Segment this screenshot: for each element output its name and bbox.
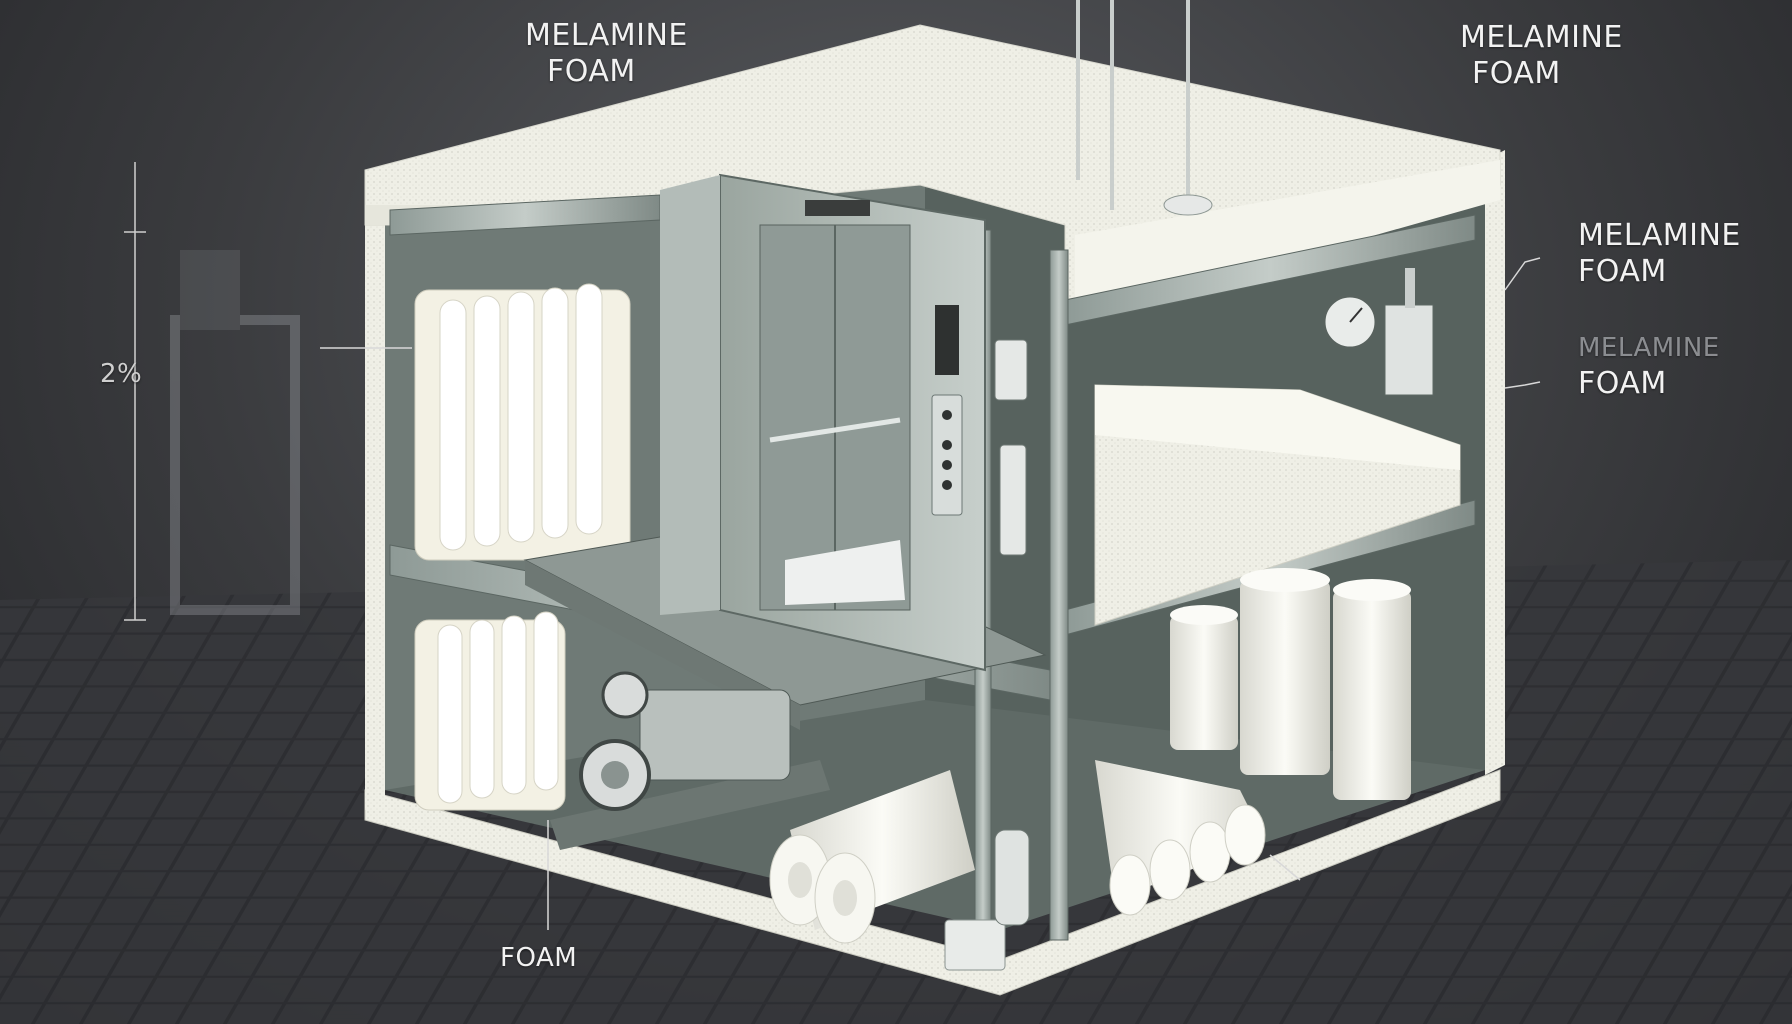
- dimension-line: [124, 162, 146, 621]
- label-line-2: FOAM: [1578, 366, 1667, 401]
- side-cabinet: [994, 339, 1028, 556]
- label-melamine-foam-top-right: MELAMINE FOAM: [1460, 20, 1623, 92]
- label-foam-bottom: FOAM: [500, 940, 577, 976]
- left-foam-wall: [365, 170, 385, 810]
- floor-box: [944, 919, 1006, 971]
- right-foam-block: [1094, 384, 1461, 626]
- foam-rolls-standing: [1170, 568, 1411, 800]
- cabin-speaker-grille: [935, 305, 959, 375]
- label-melamine-foam-right-lower: MELAMINE: [1578, 330, 1720, 366]
- foam-rolls-horizontal: [769, 770, 975, 944]
- label-melamine-foam-right-upper: MELAMINE FOAM: [1578, 218, 1741, 290]
- label-line-1: MELAMINE: [525, 18, 688, 53]
- cabin-button-panel: [931, 394, 963, 516]
- label-line-1: MELAMINE: [1578, 333, 1720, 363]
- acoustic-panel-upper-left: [414, 283, 631, 561]
- dimension-label-text: 2%: [100, 359, 143, 389]
- leader-lines: [320, 257, 1541, 930]
- label-line-2: FOAM: [1578, 254, 1667, 289]
- right-foam-wall: [1485, 150, 1505, 775]
- dimension-label: 2%: [100, 356, 142, 392]
- suspension-cables: [1076, 0, 1190, 210]
- hoist-motor: [550, 671, 830, 850]
- label-melamine-foam-top-left: MELAMINE FOAM: [525, 18, 688, 90]
- control-box: [1384, 268, 1434, 396]
- label-line-2: FOAM: [1472, 56, 1561, 91]
- foam-rolls-lying-right: [1095, 760, 1266, 916]
- cable-pulley: [1163, 194, 1213, 216]
- elevator-cabin: [660, 173, 986, 672]
- ghost-frame: [170, 250, 300, 615]
- label-foam-right-lower: FOAM: [1578, 366, 1667, 402]
- label-line-1: MELAMINE: [1460, 20, 1623, 55]
- label-line-2: FOAM: [547, 54, 636, 89]
- label-line-1: MELAMINE: [1578, 218, 1741, 253]
- fire-extinguisher: [994, 829, 1030, 926]
- pressure-gauge: [1322, 294, 1378, 350]
- acoustic-panel-lower-left: [414, 611, 566, 811]
- cabin-nameplate: [805, 200, 870, 216]
- label-foam-bottom-text: FOAM: [500, 943, 578, 973]
